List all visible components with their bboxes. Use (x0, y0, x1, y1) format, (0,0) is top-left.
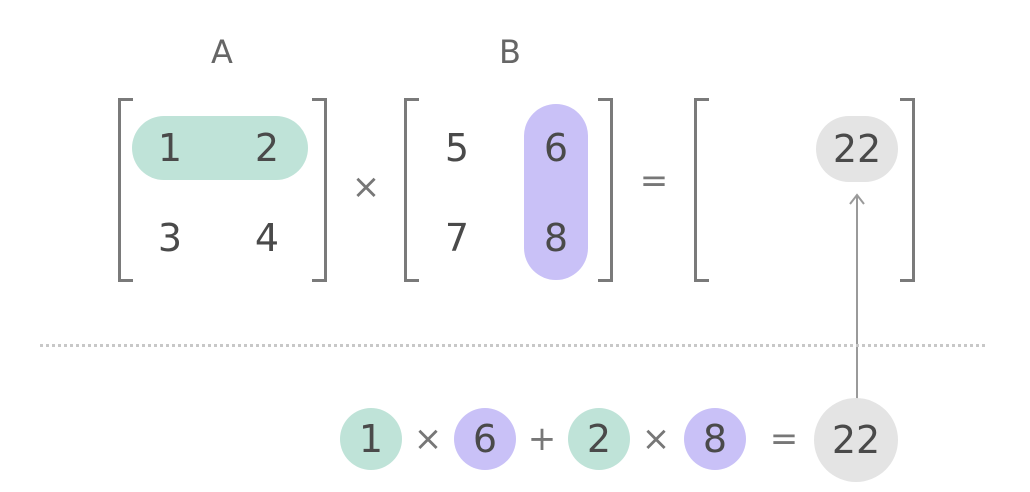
matrix-a-cell-2-1: 3 (157, 216, 183, 260)
matrix-b-left-bracket (404, 98, 419, 282)
result-cell-circle: 22 (816, 116, 898, 182)
equation-plus: + (527, 419, 557, 459)
equation-term-a11: 1 (340, 408, 402, 470)
equals-operator: = (639, 161, 669, 201)
matrix-a-cell-1-2: 2 (254, 126, 280, 170)
matrix-b-cell-2-2: 8 (543, 216, 569, 260)
matrix-a-label: A (211, 33, 233, 71)
equation-result: 22 (814, 398, 898, 482)
section-divider (40, 344, 985, 347)
matrix-b-label: B (499, 33, 521, 71)
equation-term-b22: 8 (684, 408, 746, 470)
matrix-b-column-highlight (524, 104, 588, 280)
equation-term-a12: 2 (568, 408, 630, 470)
equation-times-1: × (413, 419, 443, 459)
matrix-a-left-bracket (118, 98, 133, 282)
result-right-bracket (900, 98, 915, 282)
matrix-a-cell-1-1: 1 (157, 126, 183, 170)
matrix-a-cell-2-2: 4 (254, 216, 280, 260)
arrow-up-icon (849, 193, 865, 205)
matrix-a-right-bracket (312, 98, 327, 282)
multiply-operator: × (351, 167, 381, 207)
equation-equals: = (769, 419, 799, 459)
matrix-b-cell-2-1: 7 (444, 216, 470, 260)
result-left-bracket (694, 98, 709, 282)
matrix-b-cell-1-2: 6 (543, 126, 569, 170)
matrix-a-row-highlight (132, 116, 308, 180)
result-arrow-line (856, 196, 858, 402)
equation-times-2: × (641, 419, 671, 459)
matrix-b-right-bracket (598, 98, 613, 282)
equation-term-b12: 6 (454, 408, 516, 470)
matrix-b-cell-1-1: 5 (444, 126, 470, 170)
